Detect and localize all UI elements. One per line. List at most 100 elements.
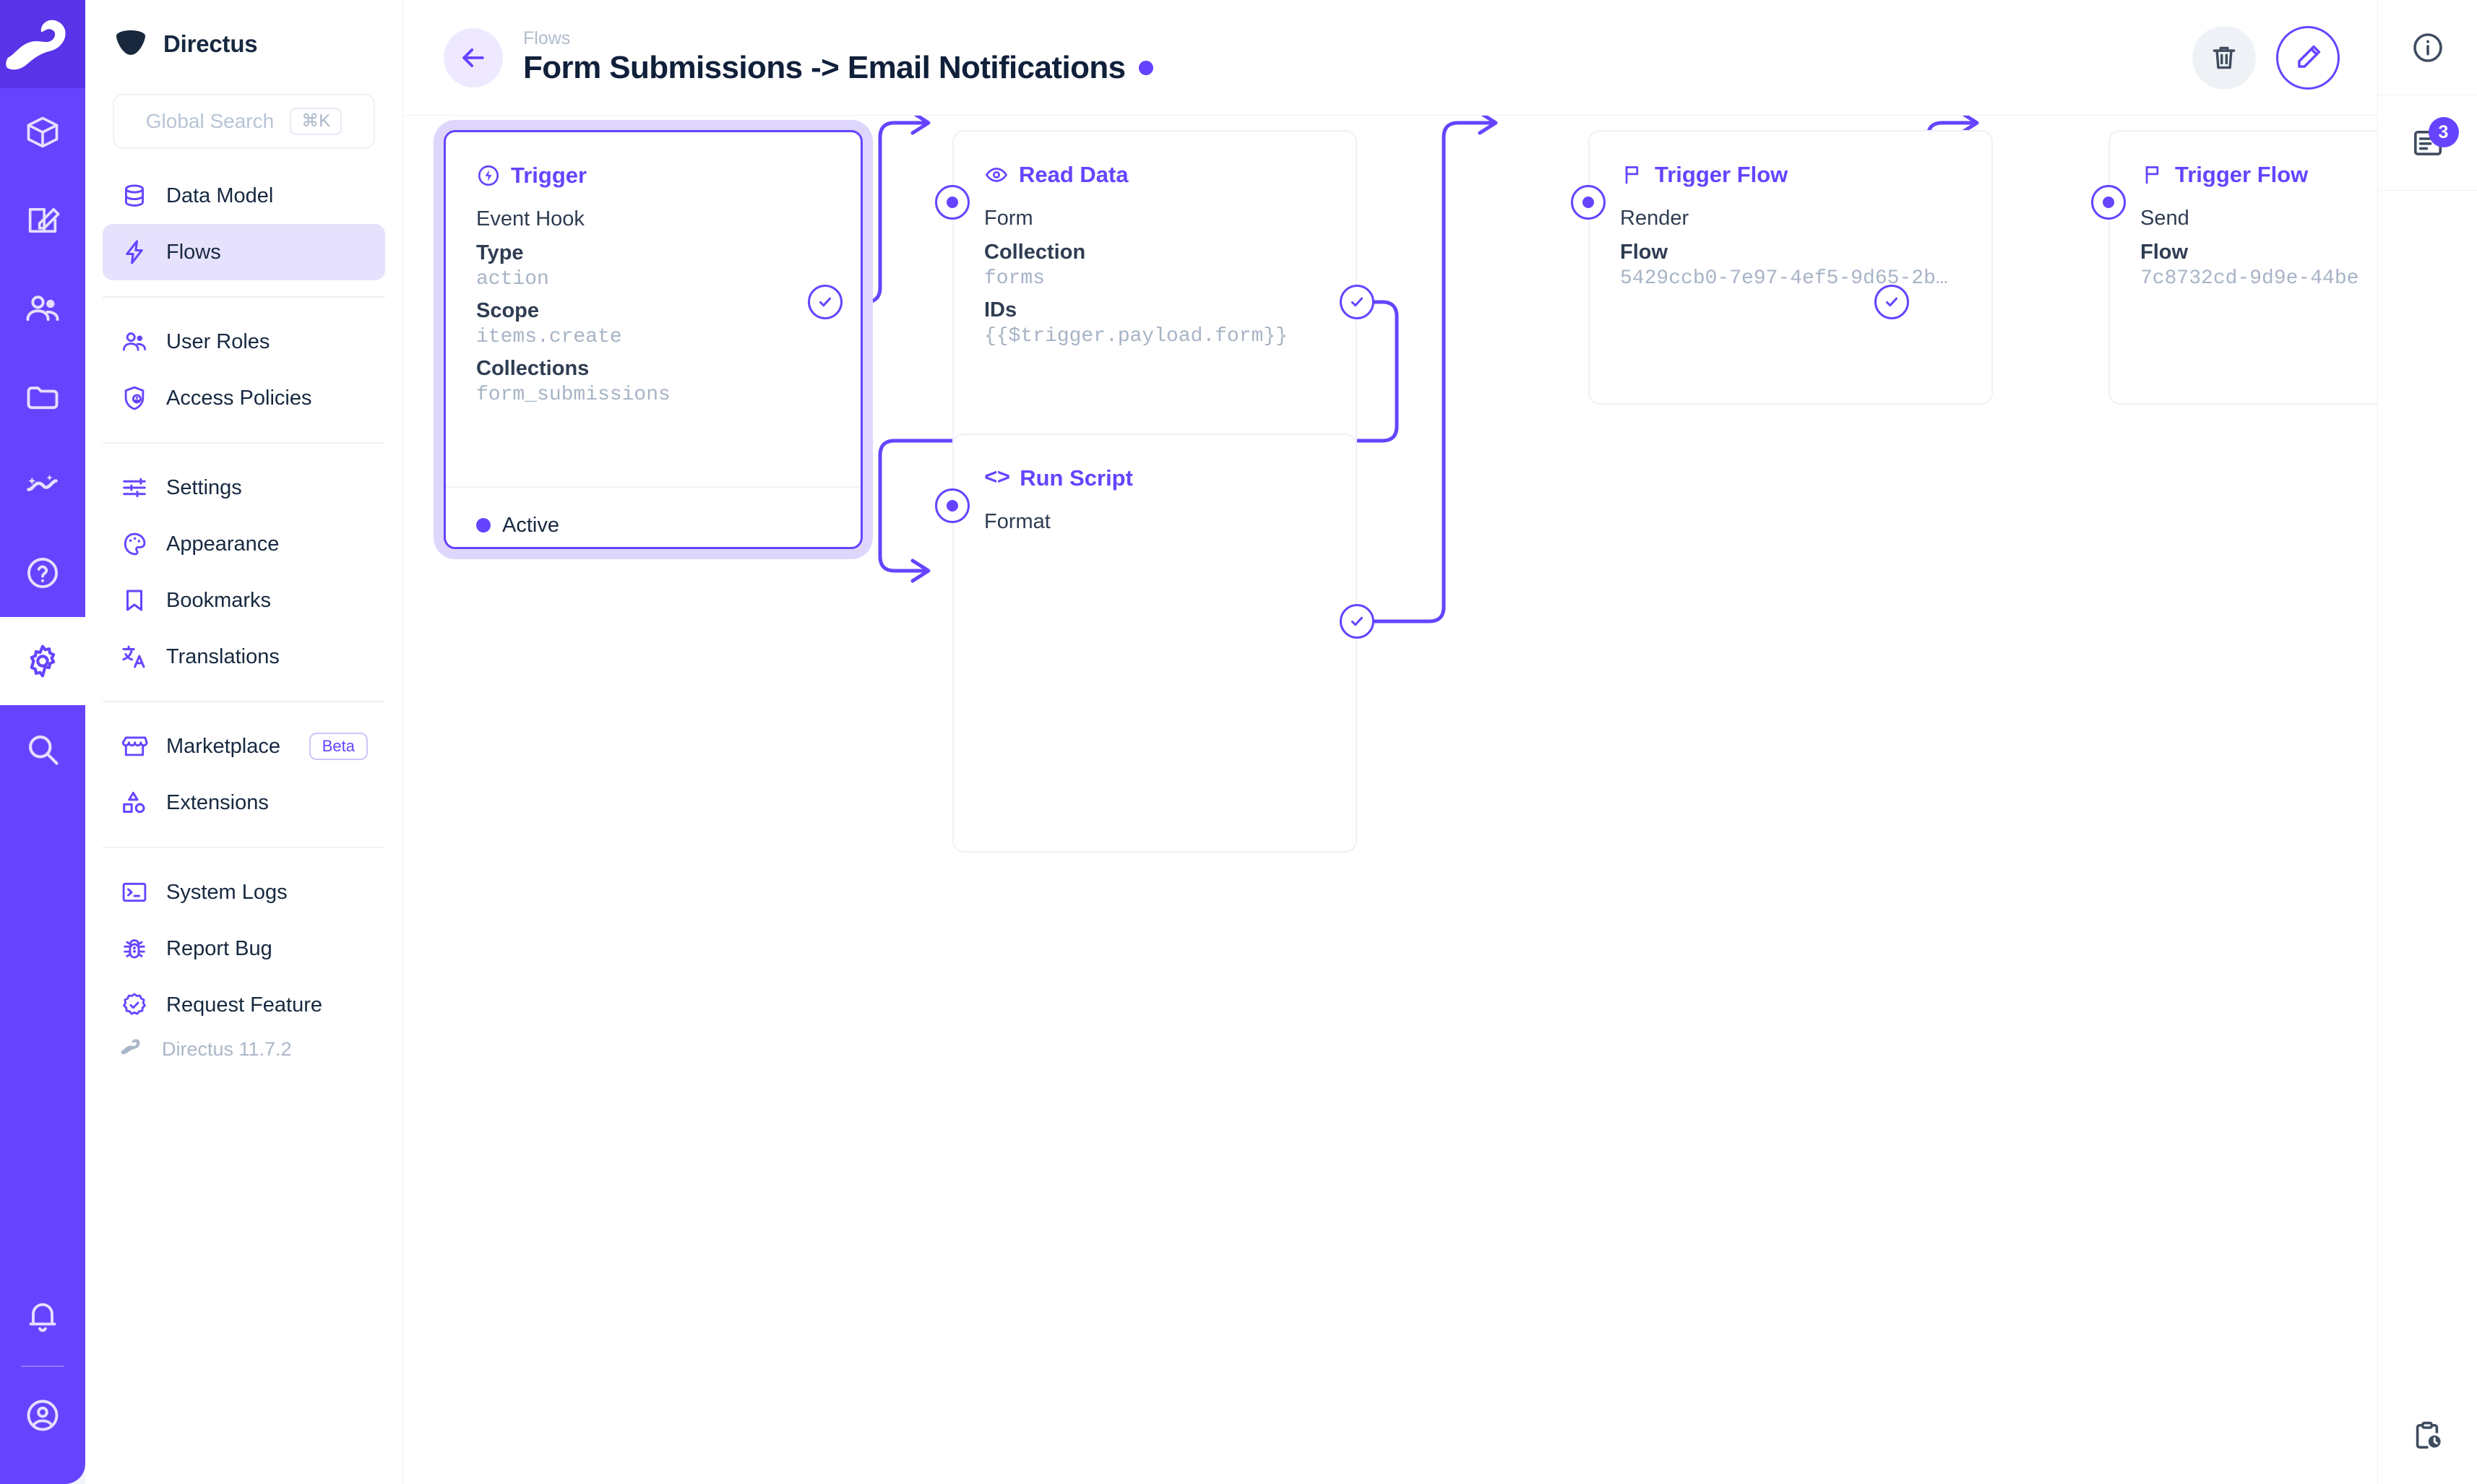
node-title-label: Trigger Flow — [1655, 162, 1788, 187]
flow-node-trigger-flow-render[interactable]: Trigger Flow Render Flow 5429ccb0-7e97-4… — [1588, 130, 1993, 405]
run-script-resolve-port[interactable] — [1340, 604, 1374, 639]
flow-canvas[interactable]: Trigger Event Hook Type action Scope ite… — [403, 116, 2377, 1484]
search-placeholder: Global Search — [145, 110, 275, 132]
node-subtitle: Render — [1620, 207, 1689, 230]
status-badge — [1138, 61, 1153, 76]
sidebar-item-label: Access Policies — [166, 386, 312, 410]
flag-icon — [2145, 166, 2159, 184]
input-port-dot — [2103, 197, 2114, 208]
back-button[interactable] — [444, 27, 503, 87]
trigger-resolve-port[interactable] — [808, 285, 843, 319]
page-title: Form Submissions -> Email Notifications — [523, 50, 1126, 86]
logs-button[interactable]: 3 — [2377, 95, 2477, 191]
marketplace-beta-badge: Beta — [309, 732, 368, 761]
sliders-icon — [120, 473, 149, 502]
sidebar-item-request-feature[interactable]: Request Feature — [103, 977, 385, 1033]
delete-button[interactable] — [2192, 25, 2256, 90]
folder-icon[interactable] — [0, 353, 85, 441]
module-rail — [0, 0, 85, 1484]
field-value: 5429ccb0-7e97-4ef5-9d65-2b… — [1620, 267, 1948, 290]
sidebar-item-label: User Roles — [166, 329, 270, 353]
node-title-trigger: Trigger — [476, 163, 830, 189]
sidebar-item-report-bug[interactable]: Report Bug — [103, 920, 385, 977]
edit-button[interactable] — [2276, 25, 2340, 90]
sidebar-item-label: Appearance — [166, 532, 280, 556]
users-icon[interactable] — [0, 264, 85, 353]
run-script-input-port[interactable] — [935, 488, 970, 523]
trigger-flow-send-input-port[interactable] — [2091, 185, 2126, 220]
sidebar-item-extensions[interactable]: Extensions — [103, 775, 385, 831]
bolt-icon — [120, 238, 149, 267]
page-header: Flows Form Submissions -> Email Notifica… — [403, 0, 2377, 116]
shield-user-icon — [120, 384, 149, 413]
sidebar-item-bookmarks[interactable]: Bookmarks — [103, 572, 385, 629]
field-label: Type — [476, 241, 524, 264]
sidebar-item-translations[interactable]: Translations — [103, 629, 385, 685]
nav-divider — [103, 701, 385, 702]
search-shortcut: ⌘K — [290, 108, 343, 135]
field-label: Collection — [984, 241, 1086, 264]
sidebar-item-appearance[interactable]: Appearance — [103, 516, 385, 572]
info-button[interactable] — [2377, 0, 2477, 95]
flow-node-trigger-flow-send[interactable]: Trigger Flow Send Flow 7c8732cd-9d9e-44b… — [2108, 130, 2377, 405]
account-circle-icon[interactable] — [0, 1371, 85, 1459]
field-value: {{$trigger.payload.form}} — [984, 325, 1288, 348]
palette-icon — [120, 530, 149, 558]
flow-node-trigger[interactable]: Trigger Event Hook Type action Scope ite… — [444, 130, 863, 549]
edit-square-icon[interactable] — [0, 176, 85, 264]
sidebar-item-data-model[interactable]: Data Model — [103, 168, 385, 224]
sidebar-item-settings[interactable]: Settings — [103, 460, 385, 516]
brand-name: Directus — [163, 30, 258, 57]
sidebar-item-label: Data Model — [166, 184, 274, 207]
storefront-icon — [120, 732, 149, 761]
field-label: Flow — [1620, 241, 1668, 264]
sidebar-item-label: Settings — [166, 475, 242, 499]
trigger-flow-render-input-port[interactable] — [1571, 185, 1606, 220]
logs-badge-count: 3 — [2428, 117, 2459, 147]
bolt-circle-icon — [478, 165, 499, 186]
sidebar-item-flows[interactable]: Flows — [103, 224, 385, 280]
search-icon[interactable] — [0, 705, 85, 793]
search-input[interactable]: Global Search ⌘K — [113, 94, 375, 149]
help-circle-icon[interactable] — [0, 529, 85, 617]
sidebar-item-system-logs[interactable]: System Logs — [103, 864, 385, 920]
content-box-icon[interactable] — [0, 88, 85, 176]
read-data-input-port[interactable] — [935, 185, 970, 220]
sidebar-item-label: System Logs — [166, 880, 288, 904]
field-value: form_submissions — [476, 384, 671, 406]
flag-icon — [1625, 166, 1639, 184]
bug-icon — [120, 934, 149, 963]
title-block: Flows Form Submissions -> Email Notifica… — [523, 27, 1153, 87]
breadcrumb[interactable]: Flows — [523, 27, 571, 48]
code-icon: <> — [984, 465, 1010, 491]
directus-rabbit-icon — [120, 1037, 147, 1061]
bell-icon[interactable] — [0, 1273, 85, 1361]
sidebar-item-user-roles[interactable]: User Roles — [103, 314, 385, 370]
node-subtitle: Event Hook — [476, 207, 585, 230]
global-search[interactable]: Global Search ⌘K — [85, 88, 402, 149]
flow-node-run-script[interactable]: <> Run Script Format — [952, 433, 1357, 853]
directus-logo-icon[interactable] — [0, 0, 85, 88]
node-subtitle: Form — [984, 207, 1033, 230]
trigger-flow-render-resolve-port[interactable] — [1874, 285, 1909, 319]
right-sidebar: 3 — [2377, 0, 2477, 1484]
sidebar-item-access-policies[interactable]: Access Policies — [103, 370, 385, 426]
sidebar-item-label: Translations — [166, 644, 280, 668]
nav-sidebar: Directus Global Search ⌘K Data Model Flo… — [85, 0, 403, 1484]
node-subtitle: Send — [2140, 207, 2189, 230]
insights-icon[interactable] — [0, 441, 85, 529]
sidebar-item-marketplace[interactable]: Marketplace Beta — [103, 718, 385, 775]
nav-group-2: User Roles Access Policies — [85, 314, 402, 426]
read-data-resolve-port[interactable] — [1340, 285, 1374, 319]
node-subtitle: Format — [984, 510, 1051, 533]
active-status-label: Active — [502, 513, 559, 537]
field-value: forms — [984, 267, 1046, 290]
badge-check-icon — [120, 991, 149, 1019]
settings-gear-icon[interactable] — [0, 617, 85, 705]
input-port-dot — [1582, 197, 1594, 208]
activity-button[interactable] — [2378, 1389, 2477, 1484]
bookmark-icon — [120, 586, 149, 615]
directus-version: Directus 11.7.2 — [85, 1033, 402, 1066]
sidebar-item-label: Request Feature — [166, 993, 323, 1017]
